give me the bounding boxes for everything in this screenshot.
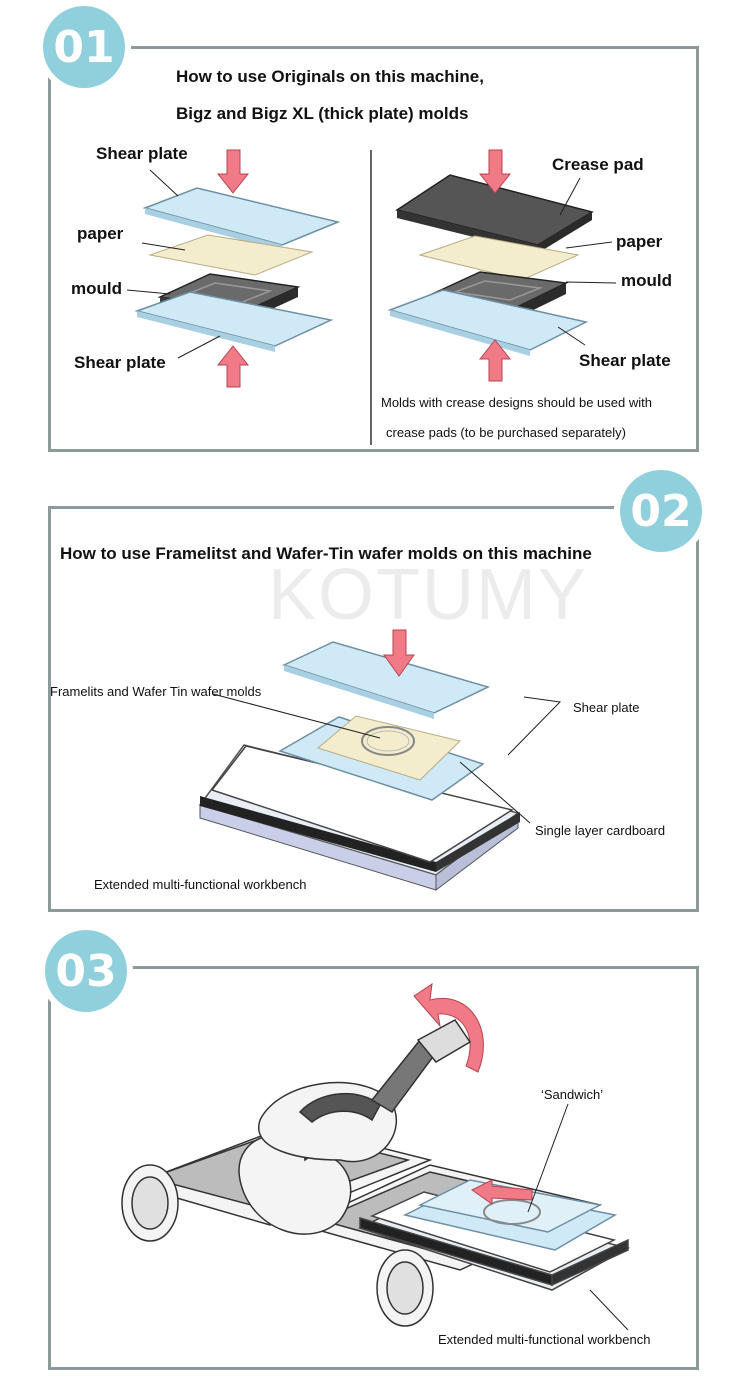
left-paper	[148, 234, 314, 276]
right-label-mould: mould	[621, 271, 672, 290]
arrow-down	[383, 629, 415, 677]
sandwich	[402, 1179, 618, 1251]
step-badge-02: 02	[620, 470, 702, 552]
label-workbench-3: Extended multi-functional workbench	[438, 1332, 651, 1347]
right-arrow-down	[478, 149, 512, 194]
cardboard	[316, 715, 461, 781]
step-badge-01: 01	[43, 6, 125, 88]
wafer-mold-ring	[361, 726, 415, 756]
right-arrow-up	[478, 339, 512, 382]
step-badge-03: 03	[45, 930, 127, 1012]
label-workbench-2: Extended multi-functional workbench	[94, 877, 307, 892]
left-bottom-shear-plate	[134, 291, 334, 352]
right-label-crease-pad: Crease pad	[552, 155, 644, 174]
label-cardboard: Single layer cardboard	[535, 823, 666, 838]
left-label-top-shear-plate: Shear plate	[96, 144, 188, 163]
left-label-paper: paper	[77, 224, 124, 243]
push-arrow	[471, 1179, 533, 1205]
panel1-note-line1: Molds with crease designs should be used…	[381, 395, 652, 410]
rotation-arrow	[413, 982, 484, 1073]
panel1-illustration	[126, 149, 617, 445]
panel-originals	[48, 46, 699, 452]
panel1-note-line2: crease pads (to be purchased separately)	[386, 425, 626, 440]
label-sandwich: ‘Sandwich’	[541, 1087, 604, 1102]
left-arrow-up	[216, 345, 250, 388]
panel1-title-line2: Bigz and Bigz XL (thick plate) molds	[176, 104, 469, 123]
panel1-title-line1: How to use Originals on this machine,	[176, 67, 484, 86]
label-molds: Framelits and Wafer Tin wafer molds	[50, 684, 262, 699]
panel2-illustration	[198, 629, 562, 892]
right-paper	[418, 235, 580, 281]
workbench	[198, 744, 520, 892]
left-top-shear-plate	[142, 187, 341, 251]
left-label-mould: mould	[71, 279, 122, 298]
top-shear-plate	[281, 641, 491, 719]
panel2-title: How to use Framelitst and Wafer-Tin wafe…	[60, 544, 592, 563]
watermark: KOTUMY	[268, 555, 589, 635]
right-label-shear-plate: Shear plate	[579, 351, 671, 370]
label-shear-plate: Shear plate	[573, 700, 640, 715]
right-label-paper: paper	[616, 232, 663, 251]
left-arrow-down	[216, 149, 250, 194]
left-label-bottom-shear-plate: Shear plate	[74, 353, 166, 372]
